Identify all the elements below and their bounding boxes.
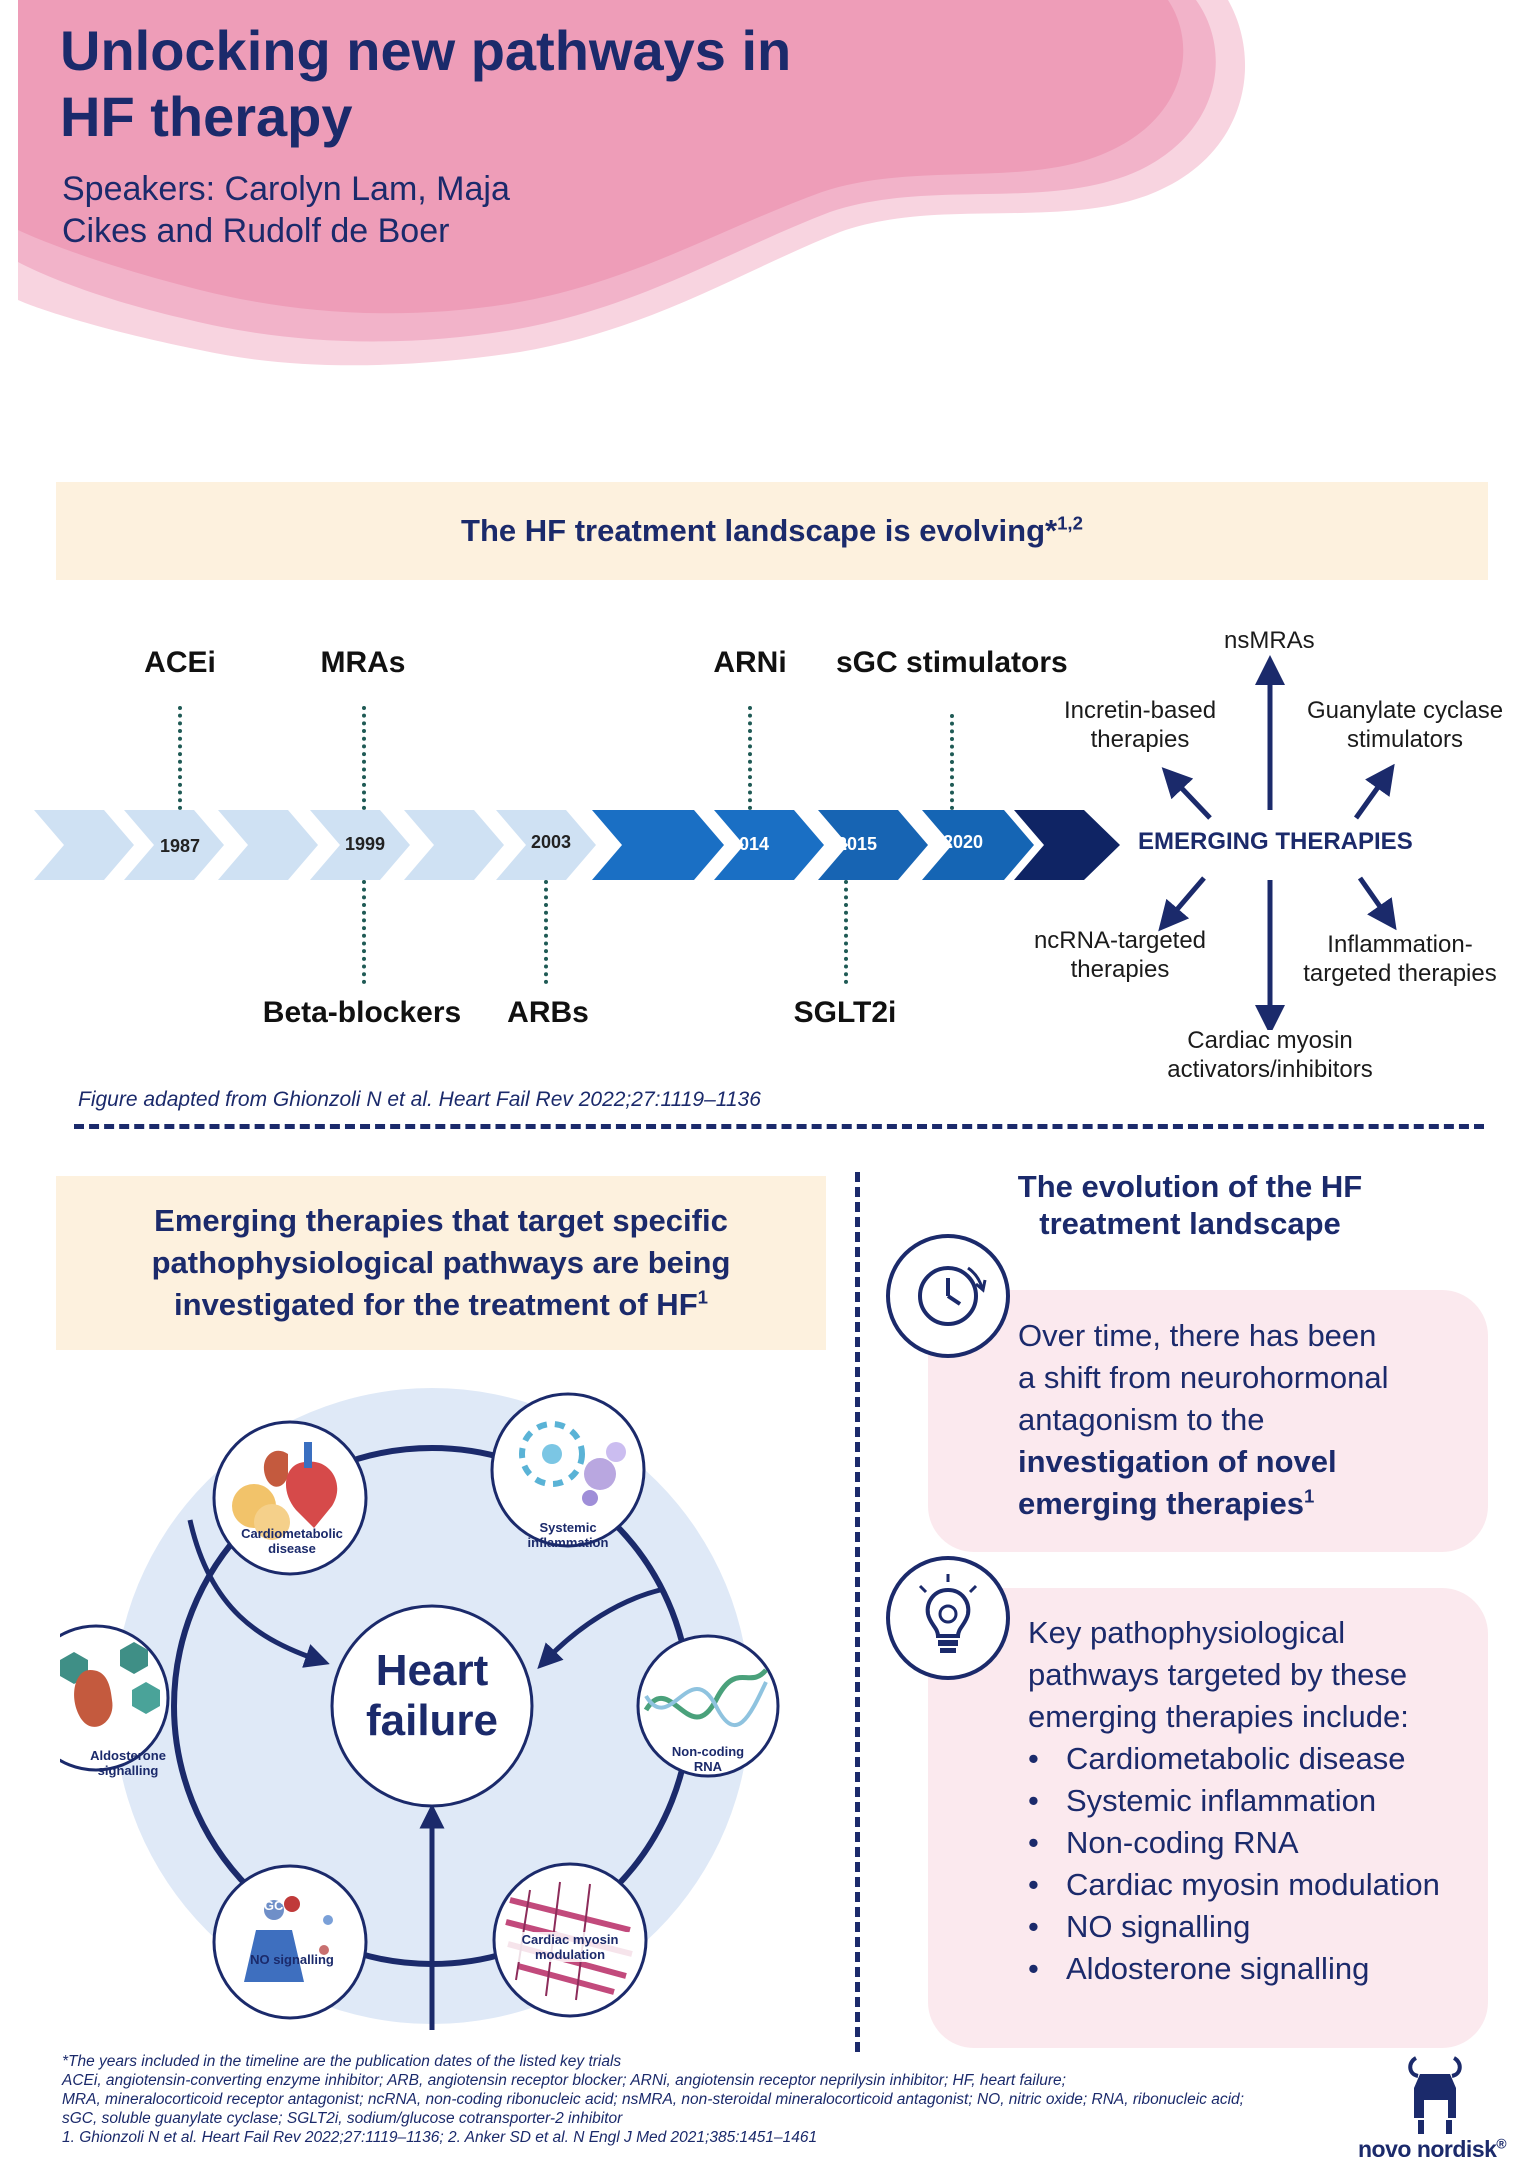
node-ncrna <box>636 1634 780 1778</box>
heart-icon <box>285 1461 338 1528</box>
vertical-divider <box>855 1172 860 2052</box>
node-inflammation <box>490 1392 646 1548</box>
novo-nordisk-logo: novo nordisk® <box>1358 2136 1507 2162</box>
timeline-chevron-11 <box>1014 810 1120 880</box>
evolution-box-text: Over time, there has been a shift from n… <box>1018 1318 1389 1521</box>
connector-beta-blockers <box>362 880 366 984</box>
label-sgc-stimulators: sGC stimulators <box>836 646 1068 679</box>
timeline-heading: The HF treatment landscape is evolving*1… <box>461 512 1083 548</box>
node-label-no: NO signalling <box>250 1952 334 1967</box>
pathways-list: Cardiometabolic disease Systemic inflamm… <box>1028 1738 1468 1990</box>
timeline-chevron-2 <box>124 810 224 880</box>
pathways-diagram <box>60 1388 780 2030</box>
timeline-chevron-1 <box>34 810 134 880</box>
pathways-box-text: Key pathophysiological pathways targeted… <box>1028 1612 1468 1990</box>
connector-mras <box>362 706 366 810</box>
label-acei: ACEi <box>144 646 216 679</box>
label-arbs: ARBs <box>507 996 589 1029</box>
timeline-chevron-10 <box>922 810 1034 880</box>
list-item: Cardiac myosin modulation <box>1028 1864 1468 1906</box>
list-item: Aldosterone signalling <box>1028 1948 1468 1990</box>
clock-icon <box>886 1234 1010 1358</box>
timeline-heading-band: The HF treatment landscape is evolving*1… <box>56 482 1488 580</box>
year-1987: 1987 <box>159 836 201 856</box>
timeline-chevron-5 <box>404 810 504 880</box>
header-background-shape <box>18 0 1246 366</box>
list-item: Systemic inflammation <box>1028 1780 1468 1822</box>
sgc-shape <box>244 1930 304 1982</box>
evolution-box <box>928 1290 1488 1552</box>
timeline-chevron-4 <box>310 810 410 880</box>
list-item: Cardiometabolic disease <box>1028 1738 1468 1780</box>
emerging-therapies-label: EMERGING THERAPIES <box>1138 828 1413 855</box>
year-2003: 2003 <box>530 832 572 852</box>
sgc-label: sGC <box>256 1898 284 1913</box>
pathways-heading: Emerging therapies that target specific … <box>151 1203 731 1322</box>
pathways-heading-band: Emerging therapies that target specific … <box>56 1176 826 1350</box>
label-mras: MRAs <box>320 646 406 679</box>
connector-sglt2i <box>844 880 848 984</box>
horizontal-divider <box>74 1124 1484 1129</box>
label-beta-blockers: Beta-blockers <box>262 996 462 1029</box>
year-2020: 2020 <box>942 832 984 852</box>
timeline-chevron-6 <box>496 810 596 880</box>
year-1999: 1999 <box>344 834 386 854</box>
list-item: Non-coding RNA <box>1028 1822 1468 1864</box>
evolution-title: The evolution of the HF treatment landsc… <box>1017 1169 1363 1241</box>
label-inflammation-targeted: Inflammation-targeted therapies <box>1303 931 1497 987</box>
node-no-signalling <box>212 1864 368 2020</box>
heart-failure-label: Heart failure <box>365 1646 499 1745</box>
emerging-therapies-arrows <box>1158 655 1397 1030</box>
label-sglt2i: SGLT2i <box>793 996 897 1029</box>
novo-nordisk-bull-icon <box>1408 2056 1462 2134</box>
label-nsmras: nsMRAs <box>1224 627 1315 654</box>
heart-failure-circle <box>330 1604 534 1808</box>
page-title: Unlocking new pathways in HF therapy <box>60 19 792 148</box>
connector-arbs <box>544 880 548 984</box>
node-cardiometabolic <box>212 1420 368 1576</box>
label-arni: ARNi <box>713 646 787 679</box>
timeline-chevron-9 <box>818 810 928 880</box>
node-aldosterone <box>60 1624 170 1772</box>
connector-acei <box>178 706 182 810</box>
timeline-chevron-3 <box>218 810 318 880</box>
speakers: Speakers: Carolyn Lam, Maja Cikes and Ru… <box>62 170 510 250</box>
figure-caption: Figure adapted from Ghionzoli N et al. H… <box>78 1088 761 1111</box>
year-2015: 2015 <box>836 834 878 854</box>
list-item: NO signalling <box>1028 1906 1468 1948</box>
timeline-chevron-8 <box>714 810 824 880</box>
year-2014: 2014 <box>728 834 770 854</box>
lightbulb-icon <box>886 1556 1010 1680</box>
connector-sgc <box>950 714 954 810</box>
connector-arni <box>748 706 752 810</box>
footnotes: *The years included in the timeline are … <box>62 2053 1244 2146</box>
timeline-arrow-band <box>34 810 1120 880</box>
timeline-chevron-7 <box>592 810 724 880</box>
